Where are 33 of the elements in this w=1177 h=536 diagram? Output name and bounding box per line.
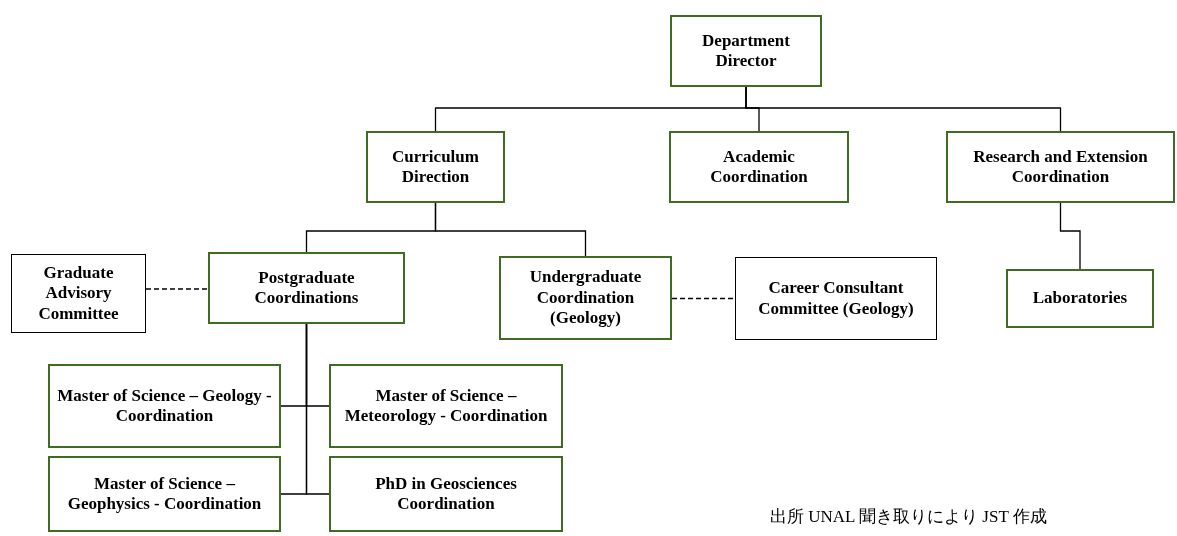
org-unit-box [208, 252, 405, 324]
unit-name: Master of Science – Geology - Coordination [56, 385, 273, 427]
connector-line [305, 323, 330, 495]
dashed-connector [145, 288, 209, 290]
org-unit-box [329, 456, 563, 532]
org-unit-box [1006, 269, 1154, 328]
org-unit-box [48, 456, 281, 532]
connector-line [434, 202, 587, 257]
unit-name: Academic Coordination [709, 146, 809, 188]
unit-name: Career Consultant Committee (Geology) [757, 278, 915, 319]
org-unit-box [48, 364, 281, 448]
committee-box [735, 257, 937, 340]
org-unit-box [329, 364, 563, 448]
source-note: 出所 UNAL 聞き取りにより JST 作成 [770, 506, 1047, 528]
unit-name: Master of Science – Meteorology - Coordination [343, 385, 549, 427]
unit-name: Laboratories [1032, 288, 1128, 309]
org-unit-box [946, 131, 1175, 203]
unit-name: Master of Science – Geophysics - Coordination [66, 473, 263, 515]
unit-name: Research and Extension Coordination [972, 146, 1149, 188]
unit-name: Graduate Advisory Committee [37, 262, 120, 325]
org-unit-box [669, 131, 849, 203]
unit-name: Postgraduate Coordinations [253, 267, 360, 309]
org-unit-box [366, 131, 505, 203]
connector-line [1059, 202, 1081, 270]
unit-name: Department Director [701, 30, 791, 72]
unit-name: PhD in Geosciences Coordination [374, 473, 518, 515]
org-unit-box [499, 256, 672, 340]
connector-line [745, 86, 1062, 132]
org-unit-box [670, 15, 822, 87]
unit-name: Curriculum Direction [391, 146, 480, 188]
unit-name: Undergraduate Coordination (Geology) [528, 267, 643, 329]
dashed-connector [671, 297, 736, 300]
committee-box [11, 254, 146, 333]
